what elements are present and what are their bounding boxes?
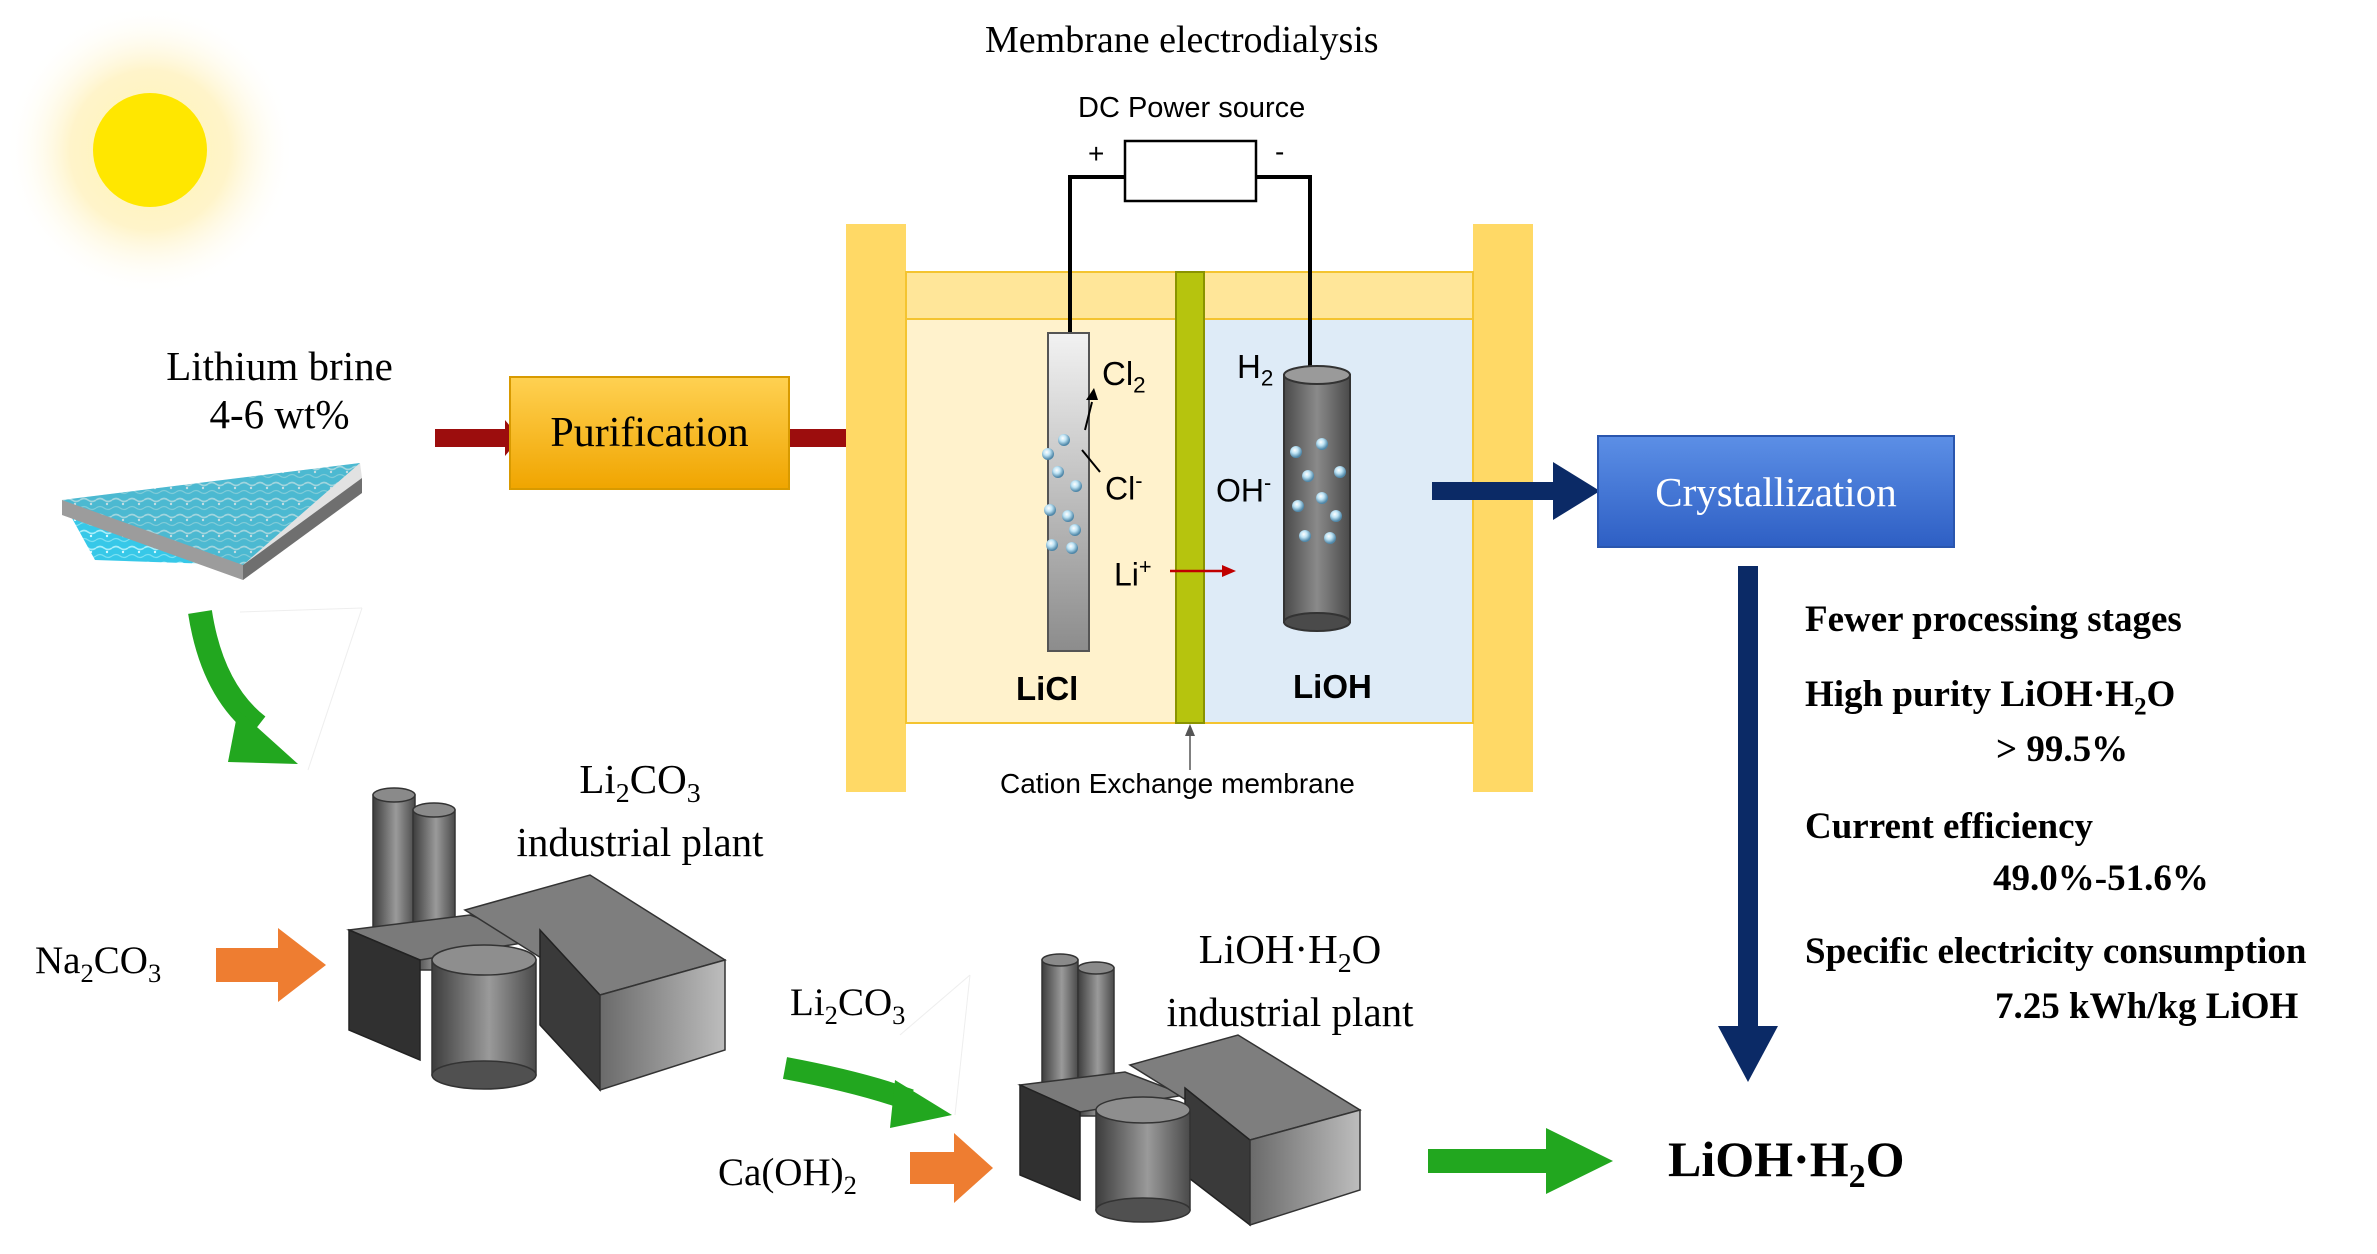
chloride-ion-label: Cl- [1105,468,1143,507]
brine-label-line2: 4-6 wt% [209,391,350,437]
brine-pool-icon [62,463,362,580]
membrane-pointer-arrow [1185,724,1195,770]
chlorine-gas-label: Cl2 [1102,355,1146,398]
lioh-chamber-label: LiOH [1293,668,1372,705]
chlorine-evolution-arrow [1081,388,1101,473]
hydroxide-plant-label: LiOH·H2O industrial plant [1166,926,1414,1036]
sun-icon [5,5,295,295]
carbonate-to-hydroxide-plant-arrow [782,974,971,1128]
carbonate-plant-label: Li2CO3 industrial plant [516,756,764,866]
membrane-label: Cation Exchange membrane [1000,768,1355,799]
calcium-hydroxide-input-arrow [910,1133,993,1203]
positive-terminal-label: + [1088,138,1105,169]
brine-to-purification-arrow [435,420,520,456]
sodium-carbonate-label: Na2CO3 [35,939,162,988]
brine-label-line1: Lithium brine [166,343,393,389]
lithium-ion-label: Li+ [1114,554,1152,593]
cell-to-crystallization-arrow [1432,462,1600,520]
advantage-purity-title: High purity LiOH·H2O [1805,674,2176,721]
hydroxide-plant-to-product-arrow [1428,1128,1613,1194]
diagram-title: Membrane electrodialysis [985,19,1379,61]
cathode-gas-bubbles [1290,438,1346,544]
crystallization-box [1597,435,1955,548]
hydroxide-ion-label: OH- [1216,470,1272,509]
crystallization-to-product-arrow [1718,566,1778,1082]
advantage-electricity-value: 7.25 kWh/kg LiOH [1995,986,2299,1027]
advantage-electricity-title: Specific electricity consumption [1805,931,2307,972]
calcium-hydroxide-label: Ca(OH)2 [718,1151,857,1200]
lithium-hydroxide-plant-icon [1017,953,1362,1227]
sodium-carbonate-input-arrow [216,928,326,1002]
purification-label: Purification [550,410,749,456]
cation-exchange-membrane [1175,271,1205,724]
negative-terminal-label: - [1275,136,1285,167]
hydrogen-gas-label: H2 [1237,348,1274,391]
lithium-carbonate-plant-icon [346,787,727,1092]
licl-chamber-label: LiCl [1016,670,1079,707]
advantage-purity-value: > 99.5% [1996,729,2129,770]
crystallization-label: Crystallization [1655,468,1897,515]
brine-label: Lithium brine 4-6 wt% [148,342,411,438]
final-product-label: LiOH·H2O [1668,1131,1905,1195]
anode-gas-bubbles [1042,434,1082,554]
advantage-efficiency-title: Current efficiency [1805,806,2094,847]
advantage-stages-title: Fewer processing stages [1805,599,2182,640]
anode-electrode [1047,332,1090,652]
electrodialysis-cell [846,224,1533,792]
lithium-ion-transport-arrow [1170,565,1236,577]
power-wires [1068,175,1312,375]
lithium-carbonate-input-label: Li2CO3 [790,981,906,1030]
advantage-efficiency-value: 49.0%-51.6% [1993,858,2209,899]
purification-box [509,376,790,490]
brine-to-carbonate-plant-arrow [188,607,363,771]
dc-power-source-box [1123,139,1258,203]
power-source-label: DC Power source [1078,92,1306,124]
